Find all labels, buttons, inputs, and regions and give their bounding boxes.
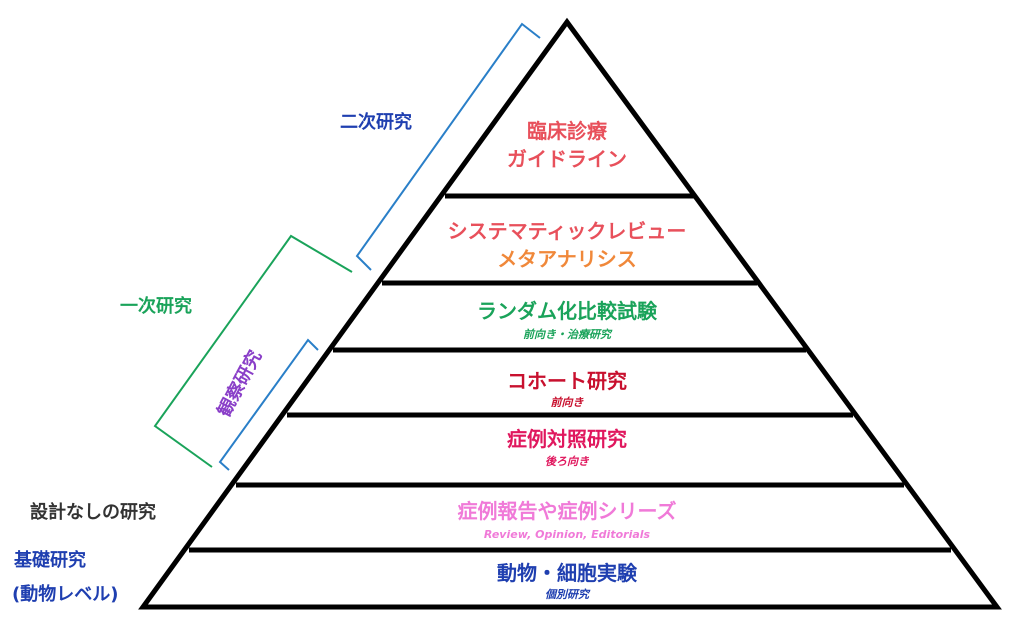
tier-animal-cell: 動物・細胞実験 bbox=[497, 561, 638, 585]
tier-case-control: 症例対照研究 bbox=[507, 427, 627, 451]
tier-animal-cell-sub: 個別研究 bbox=[545, 588, 591, 601]
tier-rct: ランダム化比較試験 bbox=[477, 299, 658, 323]
secondary-research-bracket bbox=[355, 22, 541, 271]
tier-case-report-sub: Review, Opinion, Editorials bbox=[484, 528, 651, 541]
tier-case-control-sub: 後ろ向き bbox=[545, 455, 590, 468]
tier-cohort: コホート研究 bbox=[507, 369, 627, 393]
label-animal-level: (動物レベル) bbox=[12, 583, 118, 605]
label-primary-research: 一次研究 bbox=[120, 295, 192, 317]
pyramid-outline bbox=[138, 17, 1002, 610]
tier-rct-sub: 前向き・治療研究 bbox=[523, 328, 613, 341]
label-no-design-research: 設計なしの研究 bbox=[30, 501, 156, 523]
tier-guideline-line1: 臨床診療 bbox=[527, 119, 607, 143]
label-basic-research: 基礎研究 bbox=[13, 549, 86, 571]
tier-systematic-review: システマティックレビュー bbox=[448, 219, 687, 243]
tier-case-report: 症例報告や症例シリーズ bbox=[458, 499, 677, 523]
tier-meta-analysis: メタアナリシス bbox=[497, 247, 637, 271]
primary-research-bracket bbox=[153, 234, 353, 468]
tier-cohort-sub: 前向き bbox=[551, 396, 585, 409]
label-secondary-research: 二次研究 bbox=[340, 111, 412, 133]
observational-research-bracket bbox=[218, 338, 319, 471]
tier-guideline-line2: ガイドライン bbox=[507, 147, 627, 171]
